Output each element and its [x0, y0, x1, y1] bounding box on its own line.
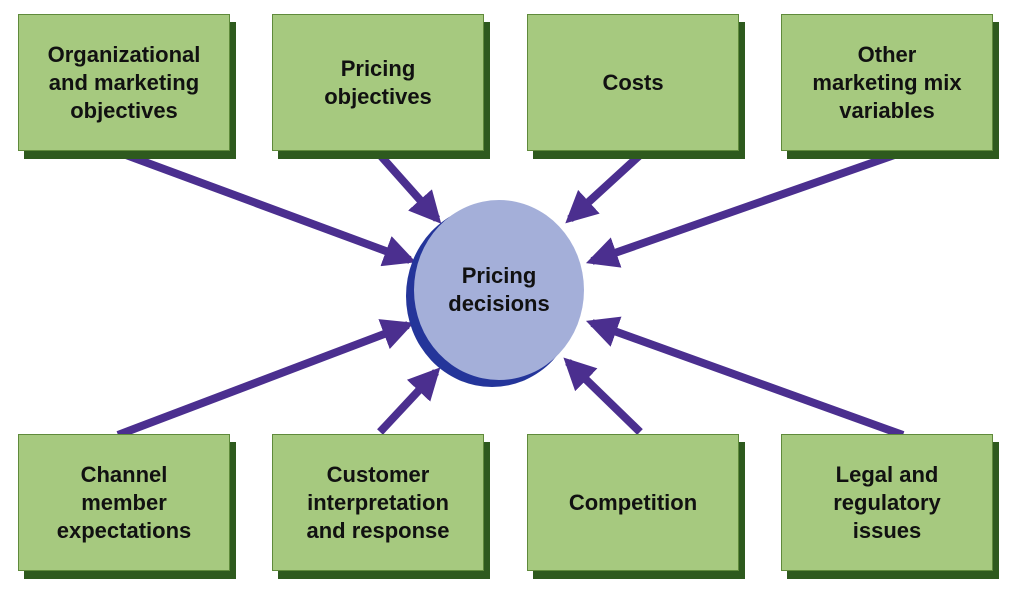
arrow-costs	[565, 152, 643, 224]
arrow-legal-regulatory	[585, 316, 905, 439]
factor-box-pricing-objectives: Pricing objectives	[272, 14, 490, 159]
factor-label: Competition	[568, 489, 698, 515]
factor-box-competition: Competition	[527, 434, 745, 579]
arrow-channel-member	[116, 319, 414, 439]
factor-box-costs: Costs	[527, 14, 745, 159]
factor-label: Pricing objectives	[324, 55, 432, 109]
arrow-pricing-objectives	[377, 152, 442, 224]
factor-box-organizational-objectives: Organizational and marketing objectives	[18, 14, 236, 159]
center-label: Pricing decisions	[448, 263, 550, 316]
factor-label: Organizational and marketing objectives	[47, 41, 201, 123]
factor-label: Costs	[602, 69, 664, 95]
arrow-customer-interpretation	[377, 367, 441, 435]
factor-box-channel-member: Channel member expectations	[18, 434, 236, 579]
arrow-other-marketing-mix	[585, 148, 905, 268]
factor-label: Legal and regulatory issues	[833, 461, 941, 543]
arrow-organizational-objectives	[116, 148, 417, 267]
factor-label: Customer interpretation and response	[306, 461, 450, 543]
factor-label: Other marketing mix variables	[812, 41, 962, 123]
factor-box-customer-interpretation: Customer interpretation and response	[272, 434, 490, 579]
center-node: Pricing decisions	[414, 200, 584, 380]
factor-box-other-marketing-mix: Other marketing mix variables	[781, 14, 999, 159]
factor-label: Channel member expectations	[56, 461, 192, 543]
arrow-competition	[563, 357, 643, 435]
factor-box-legal-regulatory: Legal and regulatory issues	[781, 434, 999, 579]
